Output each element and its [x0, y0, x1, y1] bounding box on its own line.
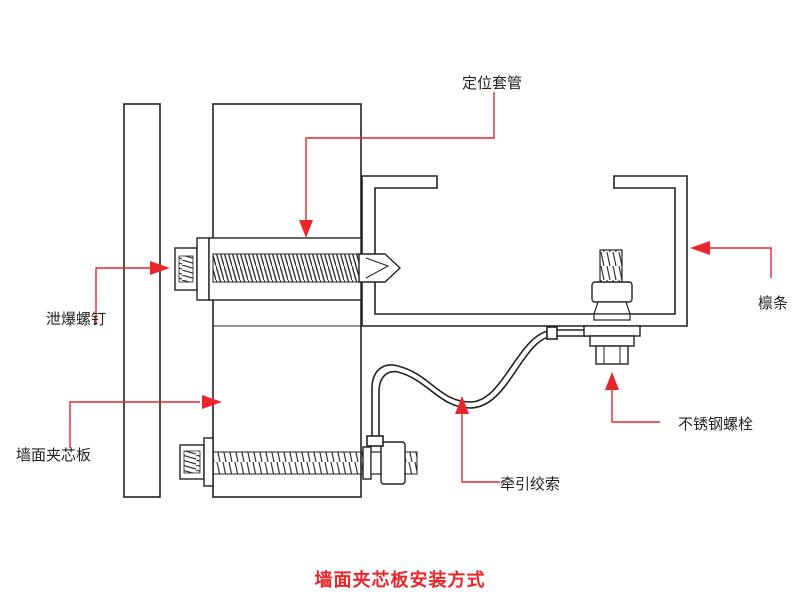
- arrow-pointer-icon: [150, 220, 710, 414]
- purlin-channel: [361, 175, 688, 327]
- label-stainless-bolt: 不锈钢螺栓: [678, 415, 754, 433]
- outer-panel: [123, 103, 161, 498]
- leader-lines: [69, 92, 772, 483]
- lower-bolt: [179, 437, 418, 487]
- label-explosion-proof-screw: 泄爆螺钉: [46, 310, 107, 328]
- traction-cable: [366, 326, 600, 447]
- explosion-proof-screw: [174, 237, 402, 301]
- label-positioning-sleeve: 定位套管: [462, 74, 523, 92]
- label-traction-cable: 牵引绞索: [500, 475, 561, 493]
- diagram-caption: 墙面夹芯板安装方式: [314, 570, 486, 591]
- label-purlin: 檩条: [758, 294, 789, 312]
- stainless-bolt: [583, 249, 641, 365]
- label-sandwich-panel: 墙面夹芯板: [16, 446, 92, 464]
